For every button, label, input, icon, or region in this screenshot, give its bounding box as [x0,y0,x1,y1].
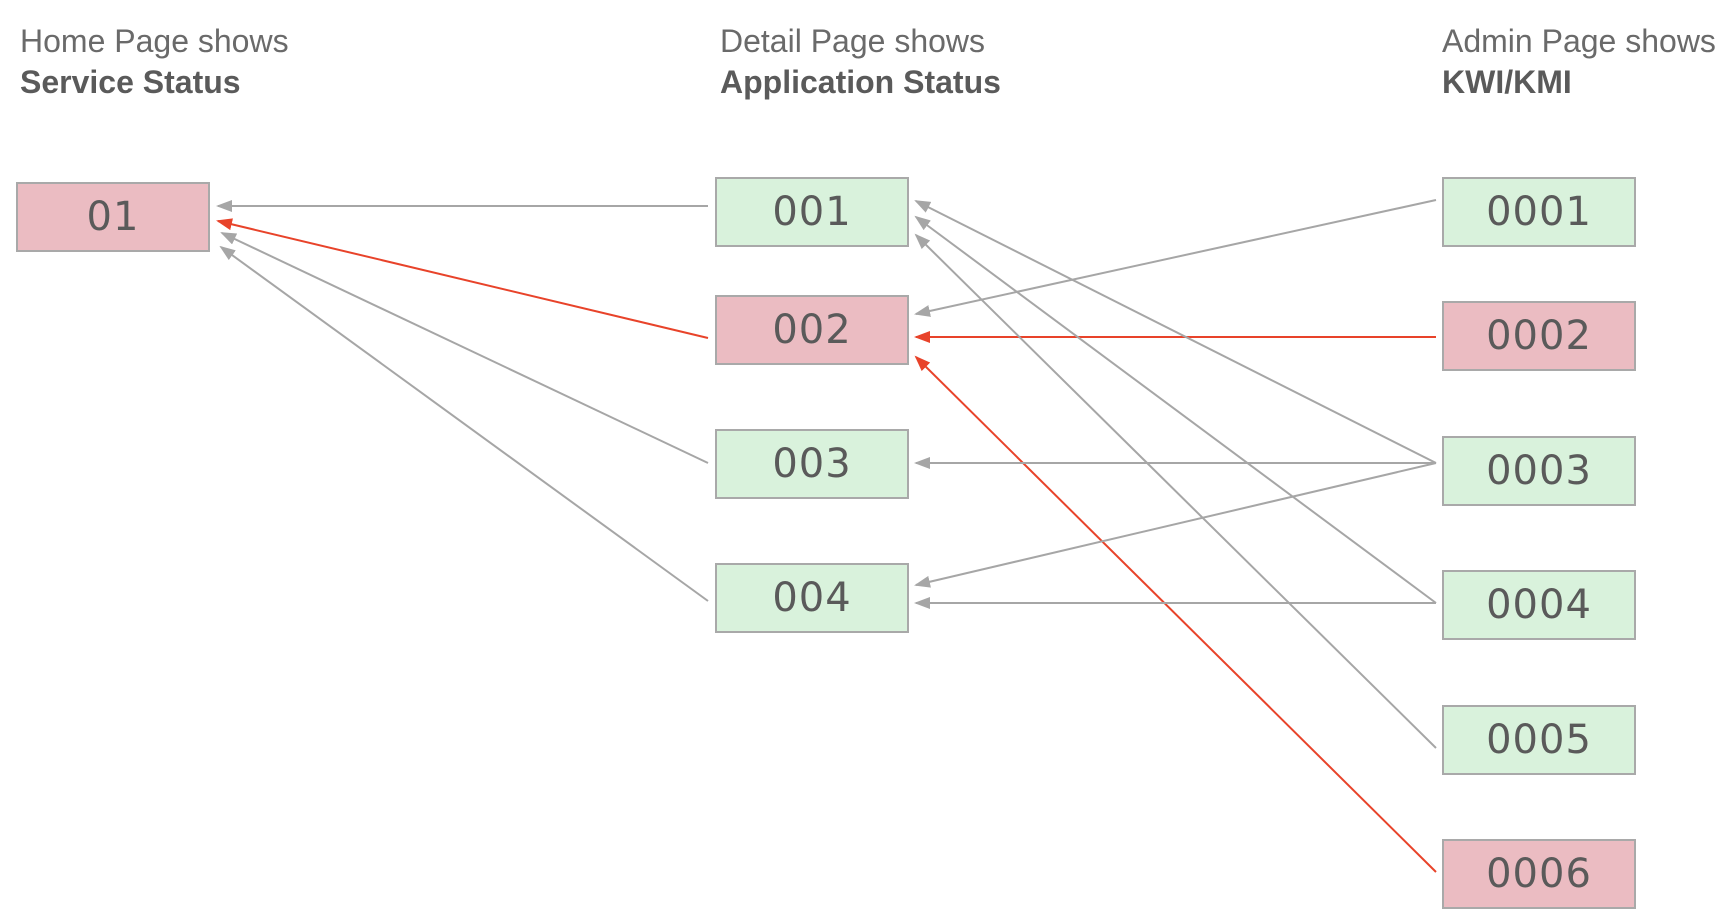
node-app-004: 004 [715,563,909,633]
admin-page-header-sub: Admin Page shows [1442,23,1716,59]
home-page-header-sub: Home Page shows [20,23,289,59]
detail-page-header-main: Application Status [720,64,1001,100]
node-app-003: 003 [715,429,909,499]
edge-0001-to-002 [914,199,1437,317]
node-service-01: 01 [16,182,210,252]
detail-page-header-sub: Detail Page shows [720,23,986,59]
edge-002-to-01 [216,218,709,339]
edge-0003-to-004 [914,462,1437,588]
edge-0003-to-001 [914,200,1437,464]
edge-0005-to-001 [914,233,1437,749]
edge-004-to-01 [219,245,709,602]
detail-page-header: Detail Page shows Application Status [720,25,1001,98]
node-kwi-0004: 0004 [1442,570,1636,640]
node-kwi-0005: 0005 [1442,705,1636,775]
admin-page-header-main: KWI/KMI [1442,64,1572,100]
edge-0006-to-002 [914,355,1437,873]
node-kwi-0003: 0003 [1442,436,1636,506]
edge-003-to-01 [220,232,709,464]
home-page-header: Home Page shows Service Status [20,25,289,98]
node-kwi-0006: 0006 [1442,839,1636,909]
node-app-001: 001 [715,177,909,247]
edge-0004-to-001 [914,215,1437,604]
home-page-header-main: Service Status [20,64,241,100]
node-kwi-0001: 0001 [1442,177,1636,247]
node-app-002: 002 [715,295,909,365]
admin-page-header: Admin Page shows KWI/KMI [1442,25,1716,98]
node-kwi-0002: 0002 [1442,301,1636,371]
